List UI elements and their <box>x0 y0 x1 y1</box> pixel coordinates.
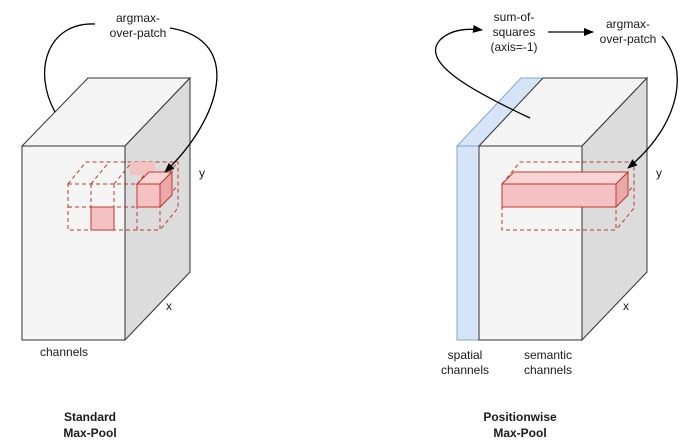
sum-line2: squares <box>492 25 536 39</box>
right-title-line2: Max-Pool <box>493 426 547 440</box>
left-argmax-arrow <box>43 23 218 172</box>
left-argmax-label: argmax- over-patch <box>98 11 178 41</box>
left-patch-depth-line <box>90 161 110 185</box>
right-argmax-label: argmax- over-patch <box>588 17 668 47</box>
right-spatial-slab <box>455 77 545 341</box>
left-patch <box>67 161 179 231</box>
right-argmax-line1: argmax- <box>605 17 650 31</box>
right-axis-x: x <box>623 299 629 313</box>
right-argmax-arrow <box>627 35 678 169</box>
semantic-line2: channels <box>523 363 573 377</box>
left-max-cell-front <box>90 206 115 231</box>
left-title-line1: Standard <box>63 410 116 424</box>
sum-line3: (axis=-1) <box>490 40 538 54</box>
left-axis-channels: channels <box>40 345 89 359</box>
spatial-line2: channels <box>440 363 490 377</box>
spatial-channels-label: spatial channels <box>430 348 500 378</box>
left-patch-depth-line <box>113 161 133 185</box>
sum-of-squares-label: sum-of- squares (axis=-1) <box>478 10 550 55</box>
right-title-line1: Positionwise <box>483 410 557 424</box>
left-title-line2: Max-Pool <box>63 426 117 440</box>
right-max-bar-top <box>500 171 630 185</box>
left-argmax-line1: argmax- <box>115 11 160 25</box>
right-patch <box>500 161 635 231</box>
right-sum-arrow <box>434 24 531 119</box>
semantic-channels-label: semantic channels <box>510 348 586 378</box>
left-block <box>20 76 192 342</box>
left-argmax-line2: over-patch <box>109 26 167 40</box>
left-axis-y: y <box>199 166 205 180</box>
spatial-slab-front <box>456 145 480 341</box>
right-max-bar-front <box>501 183 617 208</box>
left-title: Standard Max-Pool <box>50 409 130 441</box>
right-argmax-line2: over-patch <box>599 32 657 46</box>
left-max-cube-front <box>136 183 161 208</box>
right-title: Positionwise Max-Pool <box>470 409 570 441</box>
sum-line1: sum-of- <box>493 10 535 24</box>
right-block <box>477 76 649 342</box>
left-axis-x: x <box>166 299 172 313</box>
left-block-front <box>21 145 126 341</box>
spatial-line1: spatial <box>447 348 483 362</box>
semantic-line1: semantic <box>523 348 573 362</box>
right-axis-y: y <box>656 166 662 180</box>
